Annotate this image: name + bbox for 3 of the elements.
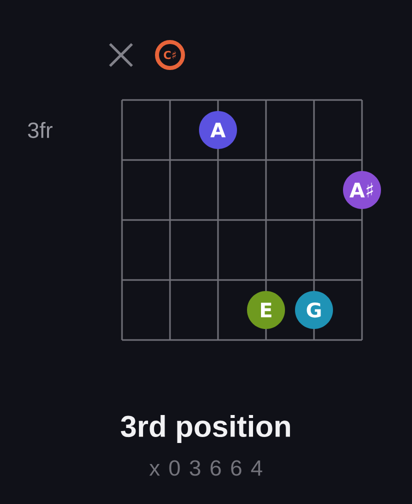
title: 3rd position: [120, 415, 290, 443]
fret-label: 3fr: [28, 122, 52, 138]
fingering-label: x 0 3 6 6 4: [149, 460, 262, 476]
